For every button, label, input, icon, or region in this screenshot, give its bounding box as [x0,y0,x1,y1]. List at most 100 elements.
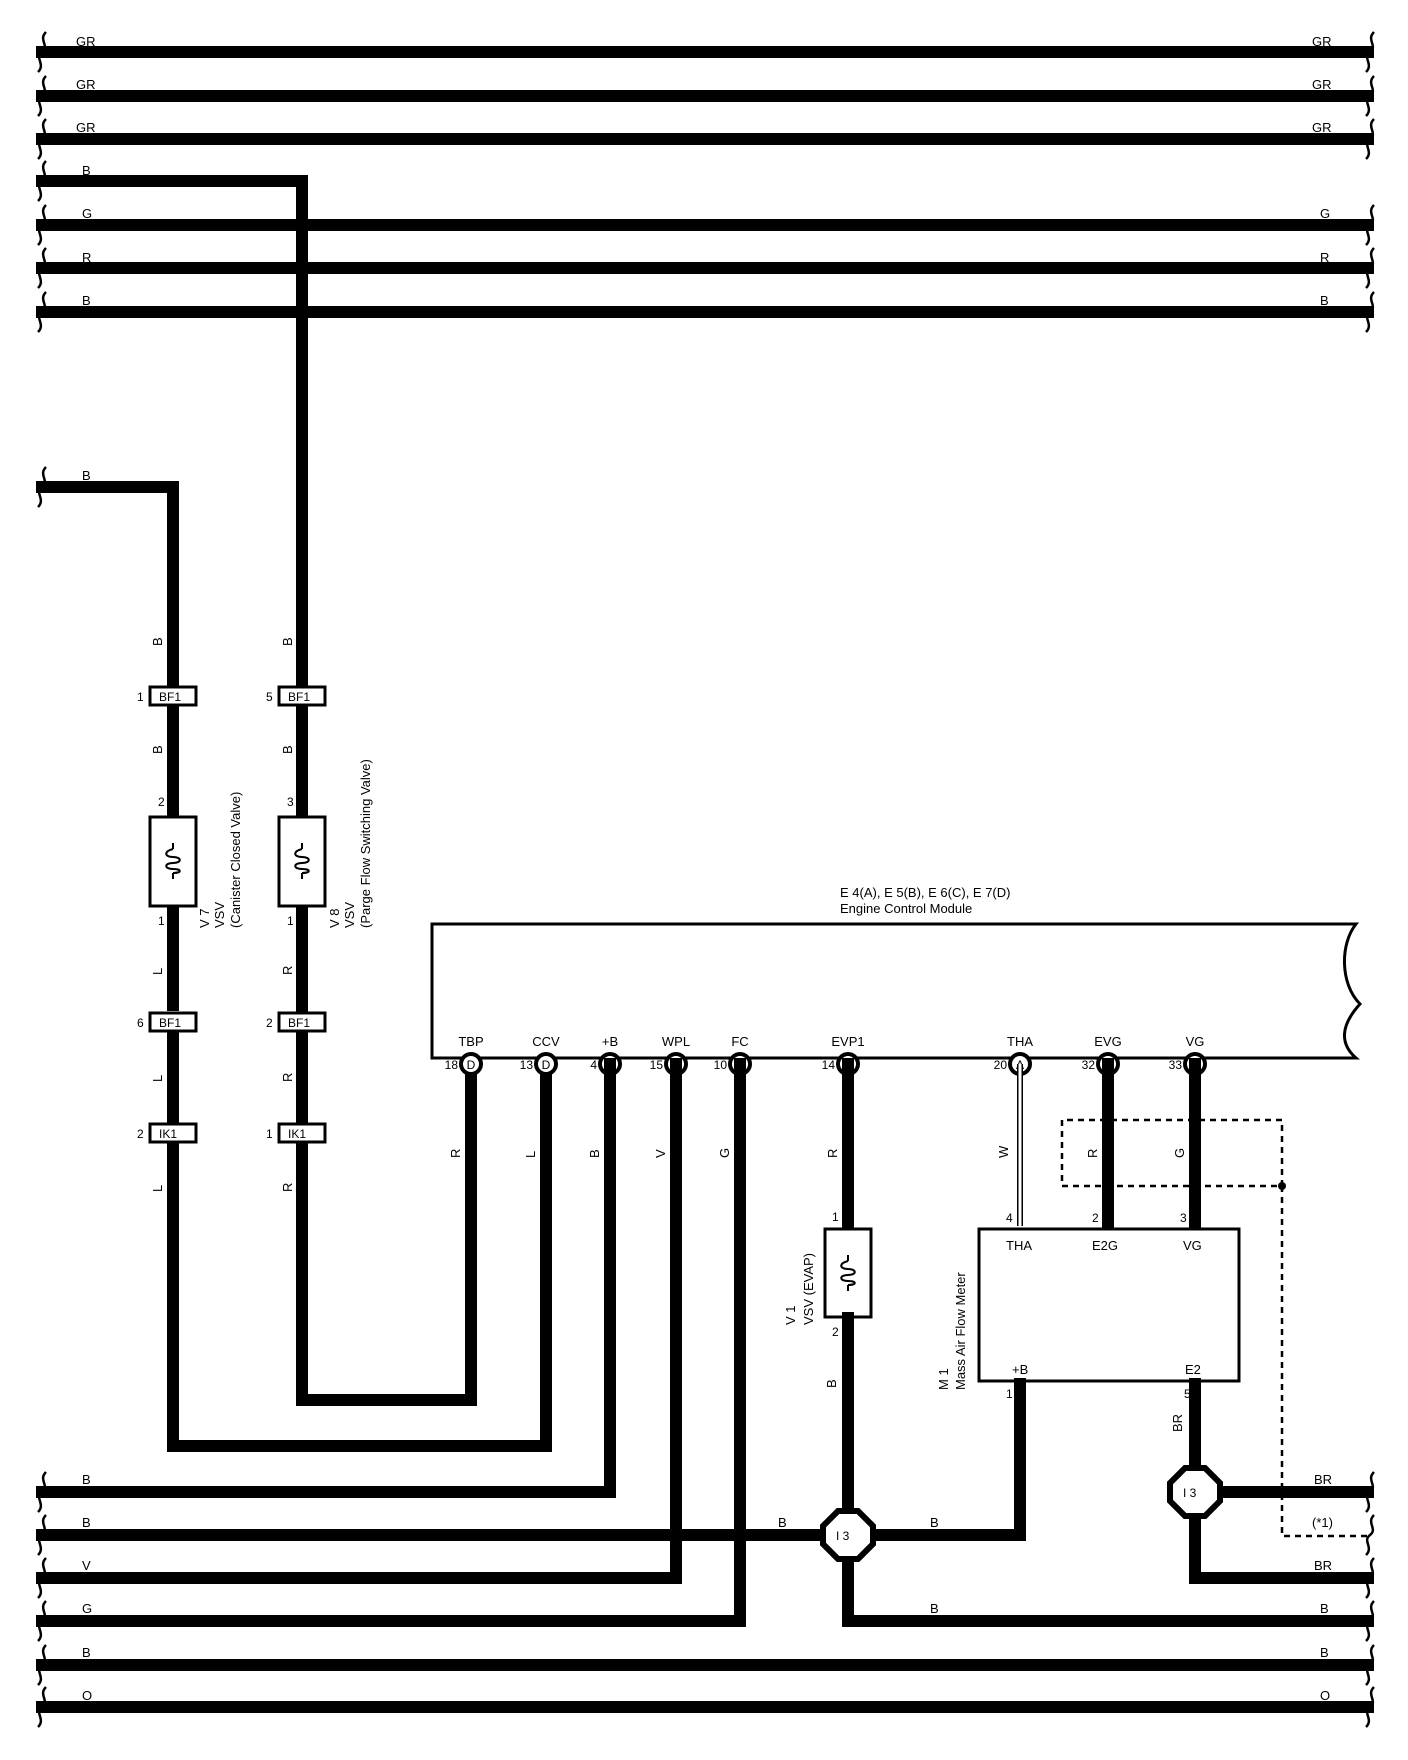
bottom-wire-bundle: B BR B (*1) V BR G B B B O O B B B [36,1472,1374,1713]
v7-wire-label-c: L [150,968,165,975]
top-wire-6-left-label: R [82,250,91,265]
m1-pin-e2: 5 [1184,1387,1191,1401]
m1-plus-b-wire [867,1378,1026,1541]
v1-branch: 1 2 V 1 VSV (EVAP) B [783,1210,873,1514]
m1-code: M 1 [936,1368,951,1390]
v1-pin-top: 1 [832,1210,839,1224]
bottom-wire-4-left-label: G [82,1601,92,1616]
break-mark-left-12 [37,1600,47,1642]
top-wire-bundle: GR GR GR GR GR GR B G G R R B B [36,34,1374,1406]
break-mark-left-9 [37,1471,47,1513]
break-mark-left-6 [37,247,47,289]
top-wire-5-right-label: G [1320,206,1330,221]
break-mark-left-3 [37,118,47,160]
v8-wire-label-a: B [280,637,295,646]
ecm-terminal-pin-wpl: 15 [650,1058,664,1072]
top-wire-2-left-label: GR [76,77,96,92]
bottom-wire-2-right-label: (*1) [1312,1515,1333,1530]
ecm-signal-wires: W [36,1058,1201,1627]
bf1-connector-v7-top [148,685,198,707]
m1-term-tha: THA [1006,1238,1032,1253]
ecm-terminal-wire-wpl: V [653,1149,668,1158]
v7-lead-label: B [82,468,91,483]
v8-branch: B BF1 5 B 3 1 R BF1 2 R IK1 1 R V 8 VSV … [266,637,373,1192]
m1-pin-plus-b: 1 [1006,1387,1013,1401]
ecm-terminal-conn-tbp: D [467,1058,476,1072]
v7-to-ccv-wire [167,1058,552,1452]
v7-vsv-body [148,815,198,908]
b-wire-to-plus-b [36,1058,616,1498]
ecm-terminal-label-tha: THA [1007,1034,1033,1049]
ik1-v8-label: IK1 [288,1127,306,1141]
break-mark-left-10 [37,1514,47,1556]
ecm-terminal-wire-b: B [587,1149,602,1158]
break-mark-right-3 [1365,118,1375,160]
v8-wire-label-e: R [280,1183,295,1192]
junction-left: I 3 [820,1508,876,1562]
v7-pin-top: 2 [158,795,165,809]
ik1-v7-label: IK1 [159,1127,177,1141]
v7-pin-bottom: 1 [158,914,165,928]
v8-wire-label-b: B [280,745,295,754]
bf1-v8-bottom-label: BF1 [288,1016,310,1030]
v7-desc: (Canister Closed Valve) [228,792,243,928]
ecm-terminal-wire-ccv: L [523,1151,538,1158]
bf1-connector-v8-bottom [277,1011,327,1033]
top-wire-4-to-tbp [36,175,477,1406]
break-mark-right-6 [1365,291,1375,333]
break-mark-left-4 [37,160,47,202]
break-mark-right-7 [1365,1471,1375,1513]
v1-code: V 1 [783,1305,798,1325]
break-mark-right-2 [1365,75,1375,117]
junction-right-down-wire [1189,1510,1374,1584]
ecm-terminal-label-tbp: TBP [458,1034,483,1049]
m1-pin-e2g: 2 [1092,1211,1099,1225]
break-mark-right-11 [1365,1644,1375,1686]
break-mark-right-10 [1365,1600,1375,1642]
top-wire-3-left-label: GR [76,120,96,135]
ecm-terminal-circle-ccv [534,1052,558,1076]
bf1-v8-top-pin: 5 [266,690,273,704]
ecm-connector-list: E 4(A), E 5(B), E 6(C), E 7(D) [840,885,1010,900]
junction-left-octagon [820,1508,876,1562]
v1-pin-bottom: 2 [832,1325,839,1339]
bottom-wire-4-right-label: B [1320,1601,1329,1616]
ecm-name: Engine Control Module [840,901,972,916]
bf1-connector-v7-bottom [148,1011,198,1033]
ecm-terminal-wire-fc: G [717,1148,732,1158]
top-wire-7-right-label: B [1320,293,1329,308]
bf1-v7-top-label: BF1 [159,690,181,704]
break-mark-right-9 [1365,1557,1375,1599]
ecm-terminal-wire-evp1: R [825,1149,840,1158]
break-mark-right-4 [1365,204,1375,246]
v7-feed-wire [36,481,179,699]
v1-bottom-wire-label: B [824,1379,839,1388]
junction-left-in-label: B [778,1515,787,1530]
break-mark-left-14 [37,1686,47,1728]
v7-branch: B B BF1 1 B 2 1 L BF1 6 L IK1 2 L V 7 VS… [36,468,552,1452]
ecm-terminal-pin-fc: 10 [714,1058,728,1072]
top-wire-2-right-label: GR [1312,77,1332,92]
m1-e2-wire-label: BR [1170,1414,1185,1432]
bottom-wire-5-left-label: B [82,1645,91,1660]
junction-left-label: I 3 [836,1529,850,1543]
v-wire-to-wpl [36,1058,682,1584]
ecm-box [430,922,1363,1060]
break-mark-left-5 [37,204,47,246]
ecm-terminal-pin-tha: 20 [994,1058,1008,1072]
m1-name: Mass Air Flow Meter [953,1272,968,1390]
bf1-v7-bottom-pin: 6 [137,1016,144,1030]
v8-wire-label-d: R [280,1073,295,1082]
bf1-v8-top-label: BF1 [288,690,310,704]
ecm-terminal-conn-ccv: D [542,1058,551,1072]
v7-code: V 7 [197,908,212,928]
ik1-connector-v7 [148,1122,198,1144]
top-wire-3-right-label: GR [1312,120,1332,135]
ecm-terminal-label-evg: EVG [1094,1034,1121,1049]
m1-term-e2g: E2G [1092,1238,1118,1253]
v7-wire-label-d: L [150,1075,165,1082]
ecm-terminal-pin-evg: 32 [1082,1058,1096,1072]
junction-right-octagon [1167,1465,1223,1519]
top-wire-1-left-label: GR [76,34,96,49]
